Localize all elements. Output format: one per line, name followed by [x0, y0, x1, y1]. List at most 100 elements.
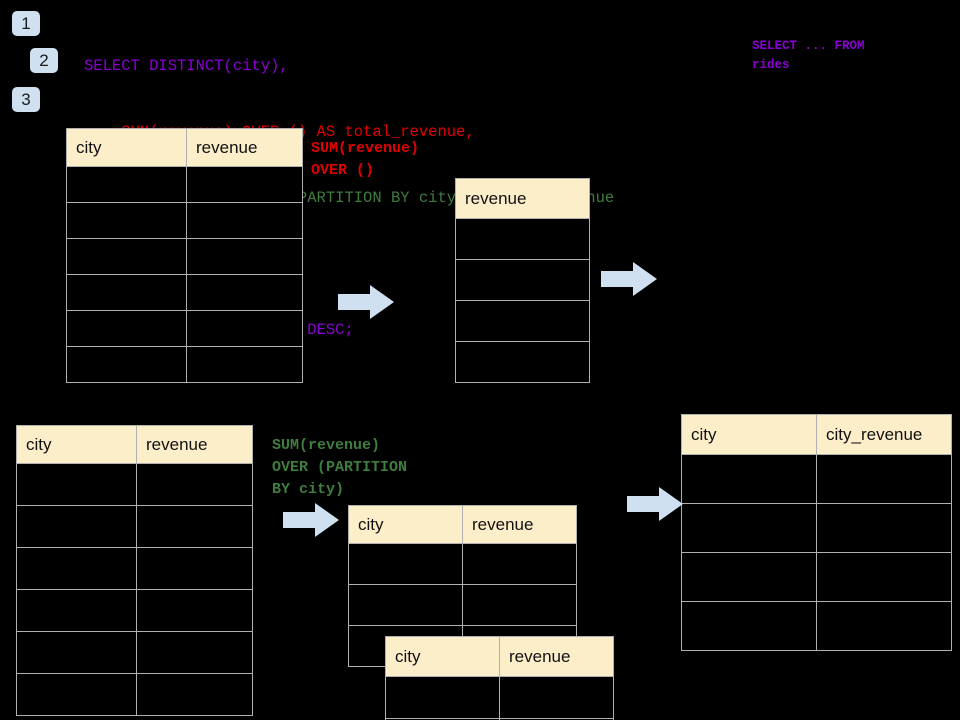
table-cell: [462, 543, 577, 585]
column-header: revenue: [455, 178, 590, 219]
table-row: [455, 300, 590, 342]
table-cell: [66, 202, 187, 239]
arrow-source-to-partition-icon: [283, 503, 339, 537]
table-cell: [186, 202, 303, 239]
table-cell: [186, 274, 303, 311]
sql-line-select: SELECT DISTINCT(city),: [84, 57, 289, 75]
column-header: city: [681, 414, 817, 455]
arrow-partition-to-result-icon: [627, 487, 683, 521]
column-header: revenue: [462, 505, 577, 544]
table-row: [385, 676, 614, 719]
table-cell: [816, 601, 952, 651]
table-cell: [499, 718, 614, 720]
step-badge-2: 2: [30, 48, 58, 73]
table-cell: [66, 346, 187, 383]
table-cell: [16, 673, 137, 716]
table-cell: [348, 584, 463, 626]
table-total-revenue: revenue: [455, 178, 590, 383]
annotation-partition-window: SUM(revenue) OVER (PARTITION BY city): [272, 437, 408, 498]
table-row: [348, 584, 577, 626]
table-cell: [816, 454, 952, 504]
table-cell: [186, 310, 303, 347]
table-row: [66, 274, 303, 311]
table-cell: [16, 547, 137, 590]
column-header: city: [66, 128, 187, 167]
table-row: [66, 166, 303, 203]
arrow-source-to-total-icon: [338, 285, 394, 319]
table-cell: [455, 300, 590, 342]
table-row: [16, 547, 253, 590]
step-badge-1: 1: [12, 11, 40, 36]
table-row: [455, 259, 590, 301]
table-cell: [136, 463, 253, 506]
table-row: [681, 503, 952, 553]
table-row: [66, 310, 303, 347]
table-cell: [681, 454, 817, 504]
table-row: [16, 631, 253, 674]
table-cell: [681, 552, 817, 602]
step-badge-3: 3: [12, 87, 40, 112]
annotation-total-window: SUM(revenue) OVER (): [311, 140, 420, 179]
column-header: revenue: [499, 636, 614, 677]
table-cell: [66, 238, 187, 275]
table-cell: [385, 676, 500, 719]
table-row: [681, 552, 952, 602]
table-row: [66, 238, 303, 275]
table-header-row: revenue: [455, 178, 590, 219]
table-cell: [462, 584, 577, 626]
column-header: city: [348, 505, 463, 544]
table-cell: [348, 543, 463, 585]
table-cell: [186, 238, 303, 275]
table-cell: [186, 166, 303, 203]
table-cell: [136, 673, 253, 716]
table-row: [348, 543, 577, 585]
select-from-rides-note: SELECT ... FROM rides: [752, 39, 865, 72]
table-row: [385, 718, 614, 720]
table-row: [681, 454, 952, 504]
table-cell: [136, 589, 253, 632]
arrow-total-to-result-icon: [601, 262, 657, 296]
table-row: [16, 673, 253, 716]
column-header: city_revenue: [816, 414, 952, 455]
table-cell: [455, 218, 590, 260]
table-cell: [136, 505, 253, 548]
table-cell: [66, 310, 187, 347]
column-header: revenue: [186, 128, 303, 167]
table-cell: [816, 503, 952, 553]
column-header: city: [385, 636, 500, 677]
table-cell: [455, 259, 590, 301]
table-cell: [16, 463, 137, 506]
table-row: [16, 589, 253, 632]
table-row: [16, 463, 253, 506]
table-cell: [16, 505, 137, 548]
table-cell: [136, 631, 253, 674]
table-row: [681, 601, 952, 651]
table-cell: [66, 166, 187, 203]
table-cell: [136, 547, 253, 590]
table-row: [455, 341, 590, 383]
table-cell: [455, 341, 590, 383]
table-row: [16, 505, 253, 548]
table-row: [66, 346, 303, 383]
table-cell: [16, 631, 137, 674]
column-header: city: [16, 425, 137, 464]
table-cell: [16, 589, 137, 632]
column-header: revenue: [136, 425, 253, 464]
table-cell: [681, 601, 817, 651]
table-row: [455, 218, 590, 260]
table-cell: [681, 503, 817, 553]
table-row: [66, 202, 303, 239]
table-cell: [816, 552, 952, 602]
table-cell: [66, 274, 187, 311]
table-cell: [186, 346, 303, 383]
